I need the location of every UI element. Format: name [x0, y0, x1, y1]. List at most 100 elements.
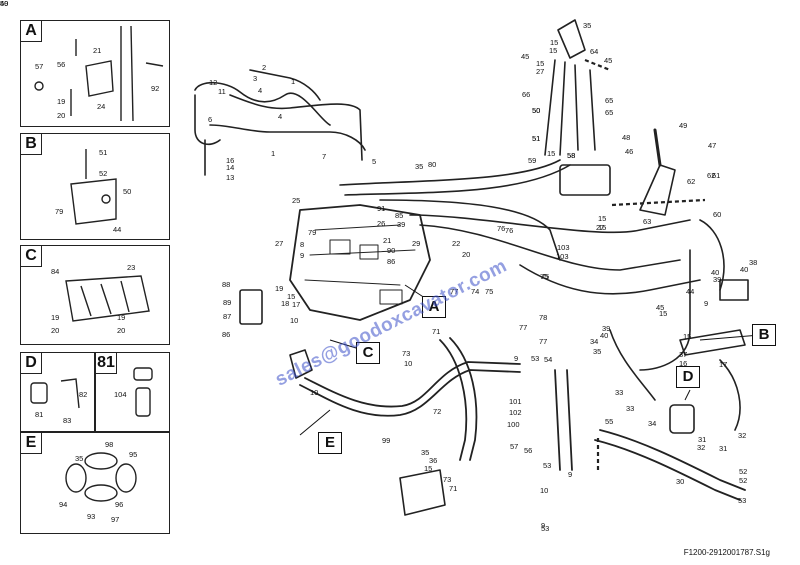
part-number: 21 [383, 236, 392, 245]
part-number: 57 [510, 442, 519, 451]
part-number: 24 [97, 102, 106, 111]
part-number: 40 [711, 268, 720, 277]
part-number: 59 [528, 156, 537, 165]
part-number: 79 [308, 228, 317, 237]
part-number: 11 [218, 87, 226, 96]
part-number: 71 [432, 327, 441, 336]
part-number: 15 [550, 38, 559, 47]
part-number: 65 [605, 96, 614, 105]
panel-e-drawing [65, 452, 137, 502]
part-number: 34 [648, 419, 657, 428]
panel-letter: D [21, 353, 42, 374]
part-number: 12 [209, 78, 218, 87]
part-number: 93 [87, 512, 96, 521]
part-number: 15 [536, 59, 545, 68]
part-number: 23 [127, 263, 136, 272]
part-number: 31 [698, 435, 707, 444]
panel-letter: C [21, 246, 42, 267]
part-number: 39 [397, 220, 406, 229]
part-number: 17 [719, 360, 728, 369]
part-number: 99 [382, 436, 391, 445]
part-number: 30 [676, 477, 685, 486]
part-number: 4 [278, 112, 283, 121]
part-number: 94 [59, 500, 68, 509]
part-number: 77 [450, 287, 459, 296]
part-number: 81 [35, 410, 44, 419]
part-number: 58 [567, 151, 576, 160]
callout-a: A [422, 296, 446, 318]
part-number: 101 [509, 397, 522, 406]
part-number: 17 [292, 300, 301, 309]
part-number: 91 [377, 204, 386, 213]
part-number: 31 [719, 444, 728, 453]
part-number: 80 [428, 160, 437, 169]
part-number: 44 [686, 287, 695, 296]
part-number: 51 [532, 134, 541, 143]
part-number: 56 [524, 446, 533, 455]
part-number: 52 [739, 476, 748, 485]
part-number: 56 [57, 60, 66, 69]
part-number: 62 [707, 171, 716, 180]
part-number: 57 [35, 62, 44, 71]
part-number: 51 [99, 148, 108, 157]
part-number: 15 [598, 223, 607, 232]
part-number: 15 [424, 464, 433, 473]
part-number: 1 [291, 77, 296, 86]
detail-panel-e: E 98 35 95 94 93 96 97 [20, 432, 170, 534]
part-number: 75 [541, 272, 550, 281]
part-number: 85 [395, 211, 404, 220]
part-number: 47 [708, 141, 717, 150]
part-number: 13 [226, 173, 235, 182]
part-number: 10 [290, 316, 299, 325]
part-number: 50 [123, 187, 132, 196]
part-number: 9 [541, 521, 546, 530]
part-number: 65 [605, 108, 614, 117]
part-number: 9 [704, 299, 709, 308]
callout-e: E [318, 432, 342, 454]
part-number: 55 [605, 417, 614, 426]
part-number: 53 [738, 496, 747, 505]
part-number: 38 [749, 258, 758, 267]
panel-c-drawing [65, 275, 150, 322]
part-number: 100 [507, 420, 520, 429]
part-number: 48 [622, 133, 631, 142]
part-number: 54 [544, 355, 553, 364]
part-number: 36 [429, 456, 438, 465]
part-number: 19 [57, 97, 66, 106]
detail-panel-c: C 84 23 19 20 19 20 [20, 245, 170, 345]
part-number: 73 [443, 475, 452, 484]
part-number: 58 [567, 151, 576, 160]
part-number: 61 [712, 171, 721, 180]
part-number: 16 [679, 359, 688, 368]
part-number: 19 [275, 284, 284, 293]
detail-panel-d: D 82 81 83 [20, 352, 95, 432]
part-number: 73 [402, 349, 411, 358]
part-number: 35 [421, 448, 430, 457]
part-number: 27 [275, 239, 284, 248]
part-number: 4 [258, 86, 263, 95]
part-number: 15 [547, 149, 556, 158]
part-number: 10 [404, 359, 413, 368]
part-number: 15 [683, 332, 692, 341]
part-number: 19 [51, 313, 60, 322]
part-number: 20 [51, 326, 60, 335]
part-number: 34 [590, 337, 599, 346]
part-number: 45 [604, 56, 613, 65]
part-number: 83 [63, 416, 72, 425]
panel-letter: 81 [96, 353, 117, 374]
panel-d-drawing [30, 378, 80, 409]
panel-letter: B [21, 134, 42, 155]
part-number: 8 [300, 240, 305, 249]
part-number: 92 [151, 84, 160, 93]
part-number: 49 [0, 0, 9, 8]
part-number: 18 [281, 299, 290, 308]
part-number: 87 [223, 312, 232, 321]
panel-letter: E [21, 433, 42, 454]
part-number: 9 [300, 251, 305, 260]
part-number: 9 [514, 354, 519, 363]
part-number: 53 [543, 461, 552, 470]
part-number: 2 [262, 63, 267, 72]
part-number: 35 [583, 21, 592, 30]
callout-c: C [356, 342, 380, 364]
